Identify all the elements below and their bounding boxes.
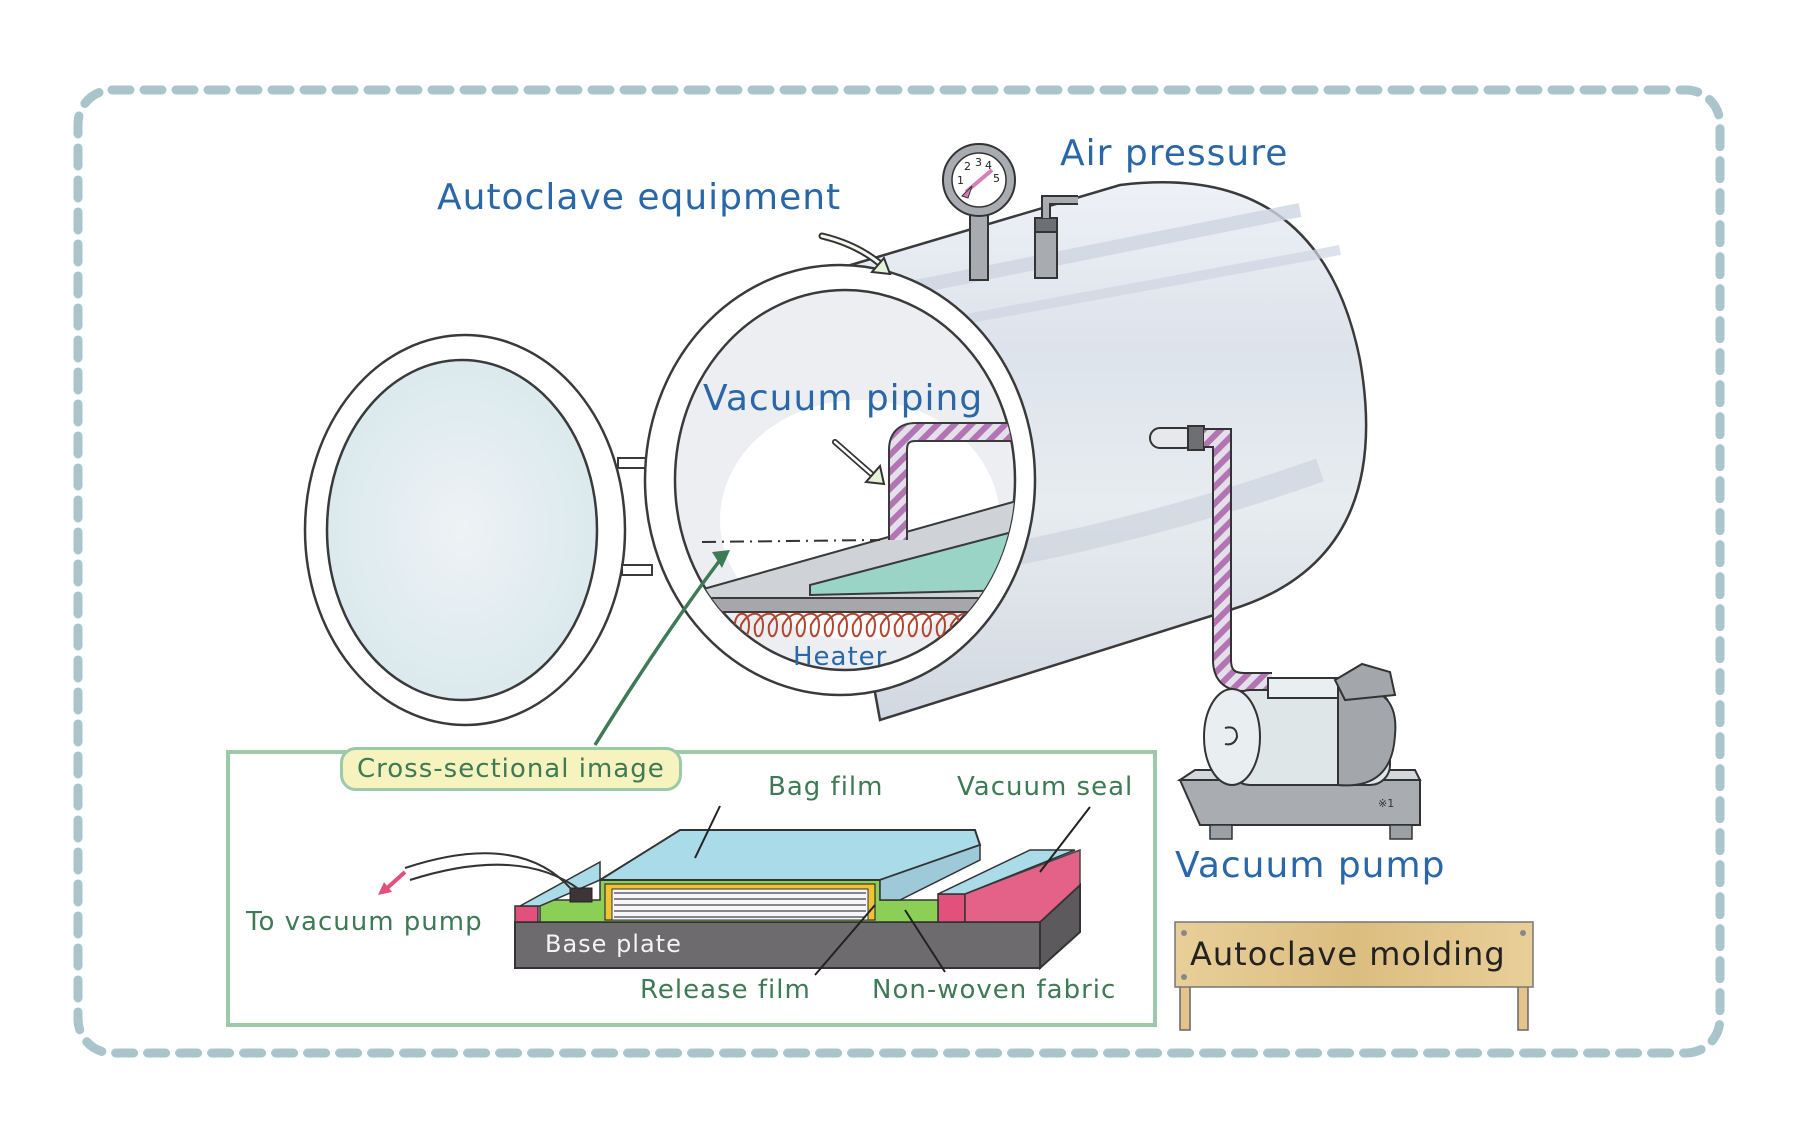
heater-coil-icon [734, 612, 989, 638]
gauge-tick: 4 [985, 159, 992, 172]
vacuum-hose [1149, 425, 1272, 692]
to-vacuum-pump-label: To vacuum pump [246, 907, 483, 937]
door-hinge [617, 457, 649, 469]
vacuum-piping-label: Vacuum piping [703, 378, 984, 419]
gauge-tick: 5 [993, 172, 1000, 185]
section-line [701, 539, 881, 543]
bag-film-label: Bag film [768, 772, 884, 802]
gauge-tick: 3 [975, 156, 982, 169]
laminate-plies [614, 892, 866, 918]
vacuum-pump-label: Vacuum pump [1175, 845, 1446, 886]
tank-opening [643, 263, 1037, 697]
door-hinge [621, 564, 653, 576]
dashed-frame [73, 85, 1725, 1058]
vacuum-seal-label: Vacuum seal [957, 772, 1134, 802]
air-pressure-inlet-icon [1034, 195, 1078, 279]
base-plate-label: Base plate [545, 930, 682, 958]
to-pump-arrow-icon [383, 870, 407, 892]
cross-section-arrow-icon [593, 558, 722, 746]
gauge-tick: 2 [964, 160, 971, 173]
air-pressure-label: Air pressure [1060, 133, 1289, 174]
vacuum-port-icon [569, 887, 593, 903]
cross-section-tag: Cross-sectional image [340, 747, 682, 791]
pump-footnote: ※1 [1378, 797, 1395, 810]
non-woven-fabric-label: Non-woven fabric [872, 975, 1117, 1005]
heater-label: Heater [793, 642, 888, 672]
title-label: Autoclave molding [1190, 935, 1506, 973]
vacuum-pump-icon [1176, 662, 1422, 840]
autoclave-door [303, 333, 653, 727]
cross-section-diagram [378, 805, 1091, 976]
title-signboard [1174, 921, 1534, 1031]
autoclave-equipment-label: Autoclave equipment [437, 177, 842, 218]
gauge-tick: 1 [957, 174, 964, 187]
release-film-label: Release film [640, 975, 811, 1005]
pressure-gauge-icon: 1 2 3 4 5 [942, 143, 1016, 281]
